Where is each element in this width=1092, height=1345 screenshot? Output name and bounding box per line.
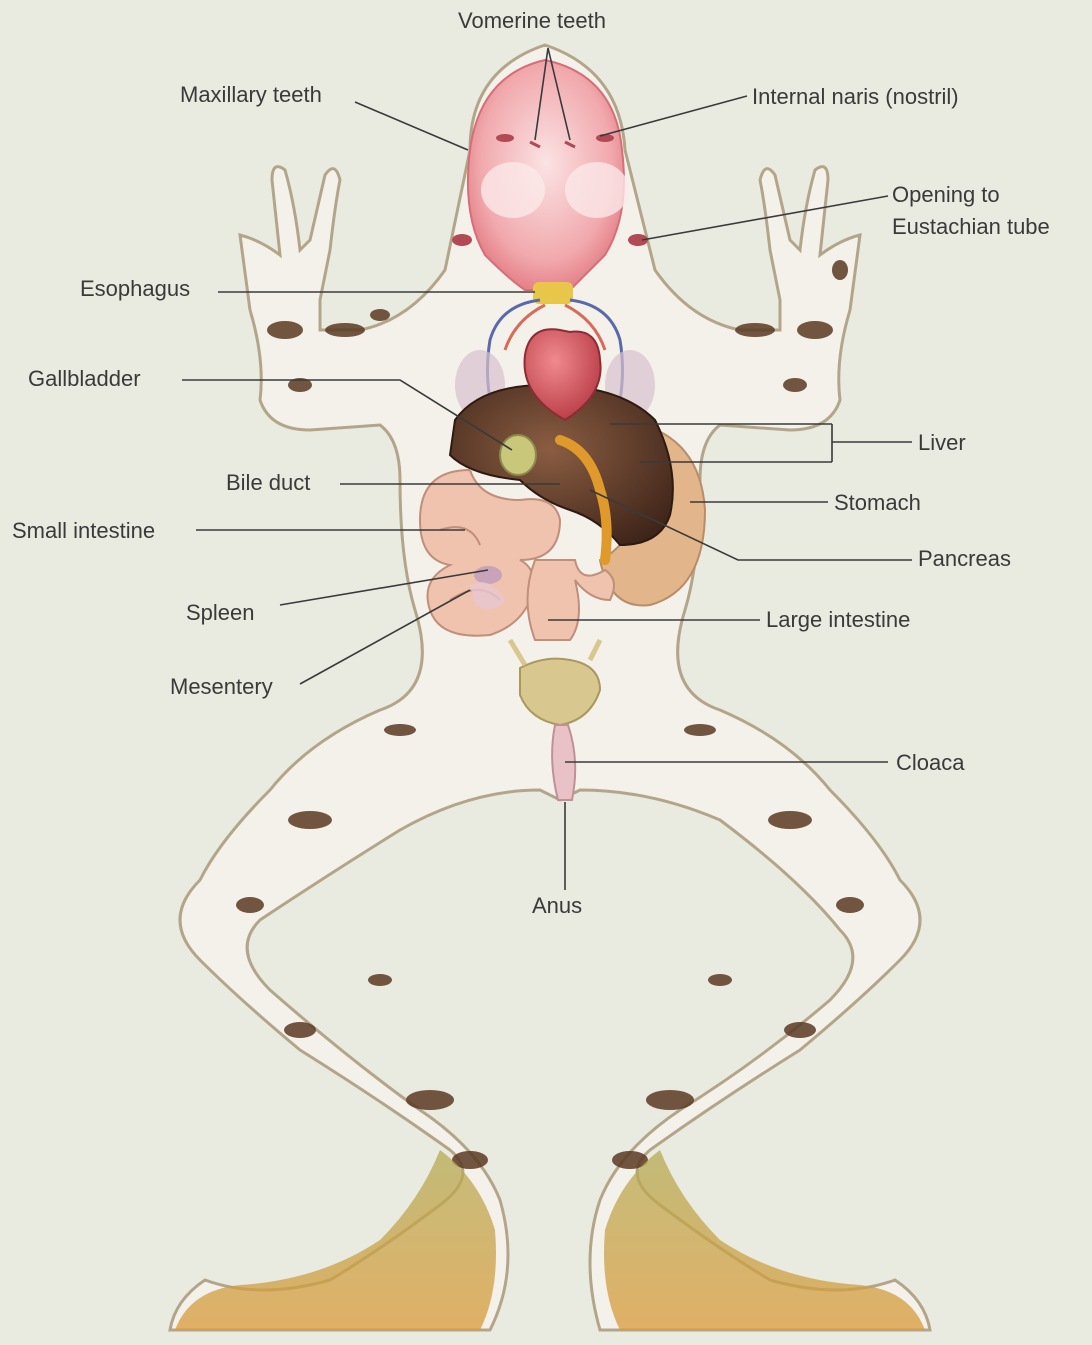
spleen — [474, 566, 502, 584]
label-large-intestine: Large intestine — [766, 607, 910, 633]
leader-maxillary — [355, 102, 468, 150]
label-internal-naris: Internal naris (nostril) — [752, 84, 959, 110]
label-pancreas: Pancreas — [918, 546, 1011, 572]
label-vomerine-teeth: Vomerine teeth — [458, 8, 606, 34]
eye-bulge-left — [481, 162, 545, 218]
label-gallbladder: Gallbladder — [28, 366, 141, 392]
eye-bulge-right — [565, 162, 629, 218]
label-eustachian-line2: Eustachian tube — [892, 214, 1050, 240]
label-stomach: Stomach — [834, 490, 921, 516]
label-cloaca: Cloaca — [896, 750, 964, 776]
leader-internal-naris — [600, 96, 747, 136]
right-foot — [604, 1150, 925, 1330]
label-maxillary-teeth: Maxillary teeth — [180, 82, 322, 108]
label-esophagus: Esophagus — [80, 276, 190, 302]
label-anus: Anus — [532, 893, 582, 919]
label-bile-duct: Bile duct — [226, 470, 310, 496]
label-eustachian-line1: Opening to — [892, 182, 1000, 208]
label-spleen: Spleen — [186, 600, 255, 626]
label-liver: Liver — [918, 430, 966, 456]
eustachian-opening-left — [452, 234, 472, 246]
label-small-intestine: Small intestine — [12, 518, 155, 544]
label-mesentery: Mesentery — [170, 674, 273, 700]
left-foot — [175, 1150, 496, 1330]
gallbladder — [500, 435, 536, 475]
internal-naris-opening-left — [496, 134, 514, 142]
